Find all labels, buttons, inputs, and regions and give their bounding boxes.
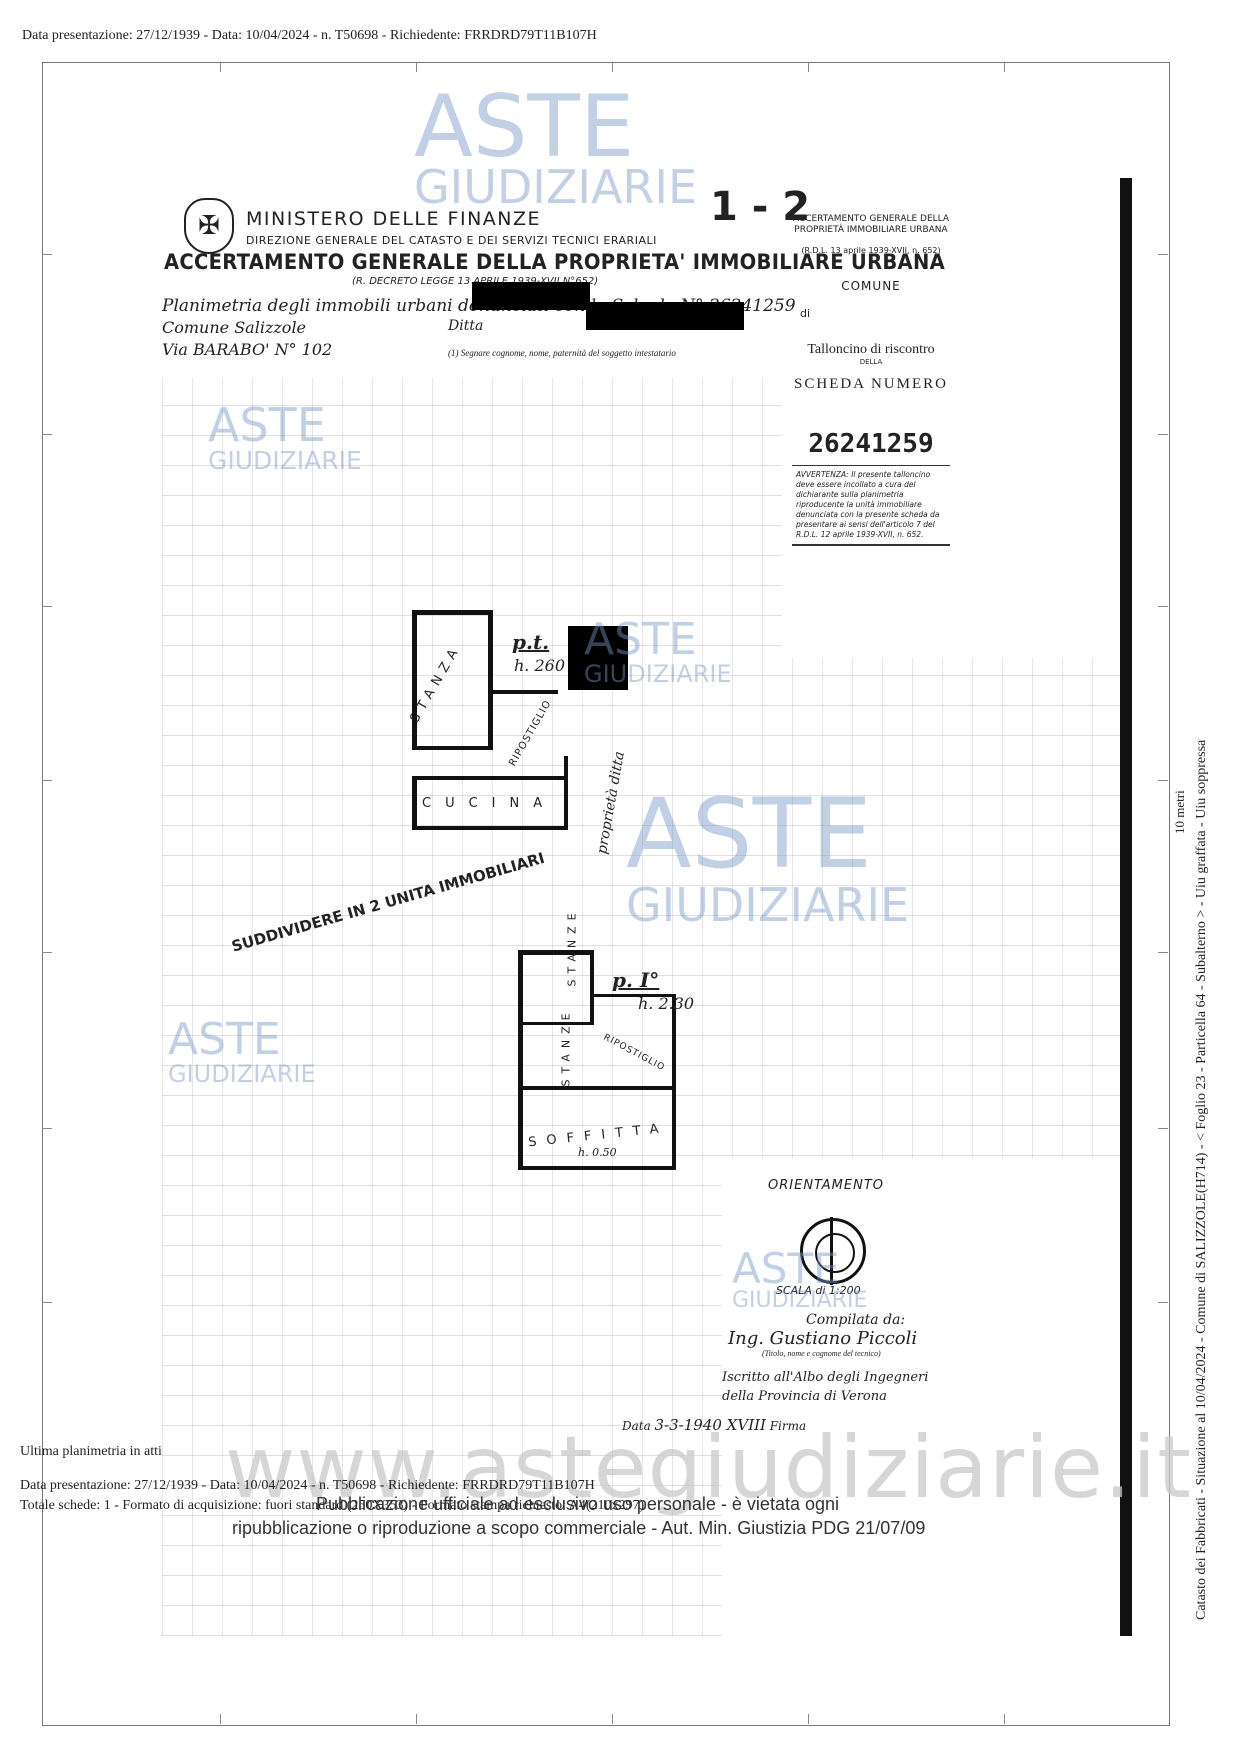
- watermark-logo: ASTE GIUDIZIARIE: [584, 614, 732, 688]
- redaction-box: [568, 626, 628, 690]
- date-label: Data: [622, 1419, 651, 1433]
- date-signature-line: Data 3-3-1940 XVIII Firma: [622, 1416, 928, 1435]
- room-label: STANZE: [559, 1007, 573, 1087]
- footnote: (1) Segnare cognome, nome, paternità del…: [448, 348, 676, 358]
- ditta-label: Ditta: [448, 318, 484, 334]
- comune-line: Comune Salizzole: [162, 318, 307, 337]
- scale-label: SCALA di 1:200: [776, 1284, 861, 1297]
- provincia-line: della Provincia di Verona: [722, 1389, 887, 1404]
- stub-scheda-label: SCHEDA NUMERO: [794, 376, 948, 392]
- room-label: CUCINA: [422, 796, 557, 811]
- page-frame: [42, 62, 1170, 1726]
- direction-name: DIREZIONE GENERALE DEL CATASTO E DEI SER…: [246, 234, 657, 247]
- ministry-name: MINISTERO DELLE FINANZE: [246, 208, 542, 230]
- compass-icon: [800, 1217, 866, 1285]
- stub-della: DELLA: [859, 358, 883, 366]
- stub-decree: (R.D.L. 13 aprile 1939-XVII, n. 652): [801, 246, 941, 255]
- footer-line-2: Totale schede: 1 - Formato di acquisizio…: [20, 1498, 645, 1513]
- room-label: RIPOSTIGLIO: [601, 1032, 667, 1074]
- footer-line-1: Data presentazione: 27/12/1939 - Data: 1…: [20, 1478, 595, 1493]
- ground-floor-height: h. 260: [514, 656, 566, 675]
- watermark-site: www.astegiudiziarie.it: [225, 1418, 1192, 1518]
- stub-di: di: [800, 307, 811, 320]
- watermark-logo: ASTE GIUDIZIARIE: [626, 778, 910, 932]
- last-plan-note: Ultima planimetria in atti: [20, 1444, 162, 1459]
- publication-notice-1: Pubblicazione ufficiale ad esclusivo uso…: [316, 1494, 839, 1514]
- albo-line: Iscritto all'Albo degli Ingegneri: [722, 1370, 929, 1385]
- date-value: 3-3-1940 XVIII: [654, 1416, 766, 1434]
- redaction-box: [472, 282, 590, 310]
- firma-label: Firma: [769, 1419, 807, 1433]
- stub-title: ACCERTAMENTO GENERALE DELLA PROPRIETÀ IM…: [792, 214, 950, 235]
- stub-talloncino: Talloncino di riscontro: [807, 342, 935, 357]
- scale-bar-label: 10 metri: [1172, 790, 1187, 834]
- ground-floor-plan: STANZA RIPOSTIGLIO CUCINA: [408, 610, 568, 830]
- compiler-name: Ing. Gustiano Piccoli: [728, 1328, 918, 1349]
- first-floor-plan: STANZE STANZE RIPOSTIGLIO SOFFITTA h. 0.…: [514, 907, 684, 1170]
- ground-floor-label: p.t.: [512, 630, 550, 654]
- first-floor-height: h. 2.30: [638, 994, 695, 1013]
- planimetry-sheet: ✠ MINISTERO DELLE FINANZE DIREZIONE GENE…: [162, 178, 1132, 1636]
- stub-number: 26241259: [808, 429, 934, 459]
- watermark-logo: ASTE GIUDIZIARIE: [208, 398, 362, 475]
- side-cadastre-text: Catasto dei Fabbricati - Situazione al 1…: [1194, 739, 1209, 1620]
- room-label: RIPOSTIGLIO: [507, 698, 554, 769]
- page-header: Data presentazione: 27/12/1939 - Data: 1…: [22, 28, 597, 43]
- stub-comune: COMUNE: [841, 279, 901, 293]
- decree-reference: (R. DECRETO LEGGE 13 APRILE 1939-XVII N°…: [352, 276, 598, 287]
- compiler-caption: (Titolo, nome e cognome del tecnico): [762, 1349, 881, 1358]
- sheet-number: 1 - 2: [710, 184, 811, 230]
- watermark-logo: ASTE GIUDIZIARIE: [732, 1244, 868, 1313]
- form-title: ACCERTAMENTO GENERALE DELLA PROPRIETA' I…: [164, 250, 945, 274]
- first-floor-label: p. I°: [612, 968, 660, 992]
- orientation-label: ORIENTAMENTO: [768, 1178, 885, 1193]
- watermark-logo: ASTE GIUDIZIARIE: [414, 77, 698, 214]
- publication-notice-2: ripubblicazione o riproduzione a scopo c…: [232, 1518, 926, 1538]
- state-emblem-icon: ✠: [184, 198, 234, 254]
- watermark-logo: ASTE GIUDIZIARIE: [168, 1014, 316, 1088]
- via-line: Via BARABO' N° 102: [162, 340, 333, 359]
- control-stub: ACCERTAMENTO GENERALE DELLA PROPRIETÀ IM…: [792, 194, 950, 578]
- compiler-block: Compilata da: Ing. Gustiano Piccoli (Tit…: [622, 1312, 928, 1435]
- soffitta-height: h. 0.50: [578, 1146, 617, 1159]
- room-label: STANZE: [565, 907, 579, 987]
- redaction-box: [586, 302, 744, 330]
- stub-warning: AVVERTENZA: Il presente talloncino deve …: [792, 465, 950, 546]
- compiled-by-label: Compilata da:: [806, 1312, 906, 1328]
